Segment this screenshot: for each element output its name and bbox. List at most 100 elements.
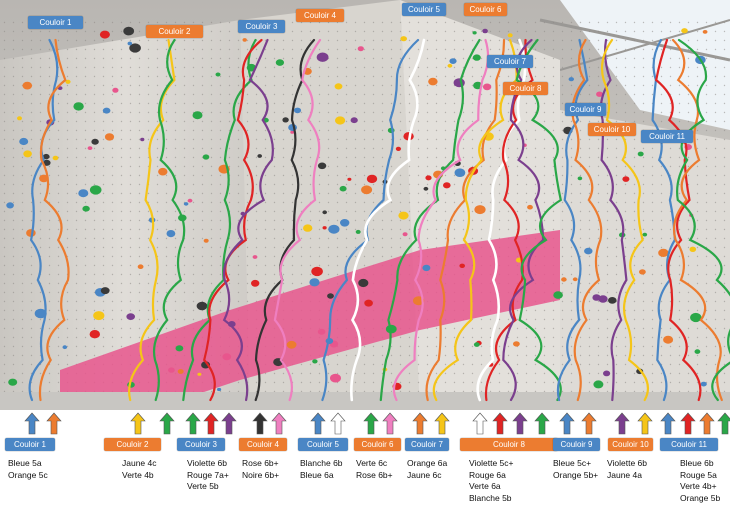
- route-line: [432, 38, 518, 402]
- route-arrow: [581, 412, 597, 435]
- hold: [252, 255, 258, 259]
- lane-label-top: Couloir 7: [487, 55, 533, 68]
- route-arrow: [221, 412, 237, 435]
- hold: [112, 87, 119, 93]
- hold: [398, 211, 409, 220]
- route-line: [273, 38, 322, 402]
- hold: [423, 186, 429, 191]
- hold: [6, 202, 14, 209]
- route-name: Rouge 5a: [680, 469, 717, 480]
- hold: [222, 353, 232, 361]
- hold: [598, 295, 608, 303]
- hold: [357, 46, 364, 52]
- hold: [350, 117, 358, 124]
- hold: [642, 232, 648, 237]
- route-line: [254, 38, 316, 402]
- route-line: [182, 38, 257, 402]
- route-name: Bleue 5a: [8, 458, 42, 468]
- route-arrow: [252, 412, 268, 435]
- route-line: [350, 38, 426, 402]
- hold: [572, 277, 578, 282]
- hold: [39, 174, 49, 183]
- route-arrow: [185, 412, 201, 435]
- route-name: Verte 6c: [356, 458, 388, 468]
- hold: [168, 367, 175, 373]
- hold: [309, 278, 320, 287]
- route-line: [28, 38, 59, 402]
- hold: [577, 176, 583, 181]
- route-arrow: [472, 412, 488, 435]
- hold: [137, 264, 144, 270]
- route-arrow: [271, 412, 287, 435]
- route-name: Violette 6b: [187, 458, 228, 468]
- lane-label-bottom: Couloir 9: [553, 438, 600, 451]
- hold: [347, 177, 352, 181]
- route-name: Rouge 7a+: [187, 469, 229, 480]
- hold: [358, 278, 369, 288]
- route-line: [476, 38, 527, 402]
- route-arrow: [412, 412, 428, 435]
- route-list: Rose 6b+Noire 6b+: [242, 458, 279, 481]
- hold: [472, 31, 477, 35]
- hold: [187, 198, 193, 203]
- lane-label-top: Couloir 9: [565, 103, 606, 116]
- hold: [126, 313, 135, 320]
- hold: [568, 77, 574, 82]
- lane-label-bottom: Couloir 3: [177, 438, 225, 451]
- hold: [527, 204, 533, 210]
- route-line: [152, 38, 186, 402]
- route-arrow: [492, 412, 508, 435]
- hold: [196, 301, 208, 311]
- hold: [183, 202, 189, 206]
- hold: [242, 38, 247, 42]
- hold: [322, 210, 328, 215]
- route-list: Bleue 5c+Orange 5b+: [553, 458, 598, 481]
- route-arrow: [637, 412, 653, 435]
- hold: [127, 41, 133, 46]
- route-name: Rose 6b+: [242, 458, 279, 468]
- route-name: Verte 4b: [122, 469, 154, 480]
- hold: [473, 342, 480, 347]
- hold: [203, 238, 209, 243]
- route-arrow: [130, 412, 146, 435]
- hold: [19, 137, 29, 146]
- lane-label-bottom: Couloir 10: [608, 438, 653, 451]
- route-line: [571, 38, 603, 402]
- route-arrow: [680, 412, 696, 435]
- route-line: [392, 38, 490, 402]
- route-name: Jaune 6c: [407, 469, 442, 480]
- route-name: Orange 6a: [407, 458, 448, 468]
- route-line: [556, 38, 589, 402]
- route-name: Bleue 6b: [680, 458, 714, 468]
- route-line: [671, 38, 723, 402]
- hold: [584, 247, 593, 255]
- lane-label-bottom: Couloir 6: [354, 438, 401, 451]
- lane-label-top: Couloir 10: [588, 123, 636, 136]
- route-name: Blanche 5b: [469, 492, 512, 503]
- hold: [596, 91, 603, 97]
- hold: [553, 291, 563, 299]
- route-name: Orange 5b+: [553, 469, 599, 480]
- lane-label-top: Couloir 2: [146, 25, 203, 38]
- lane-label-top: Couloir 6: [464, 3, 507, 16]
- route-line: [128, 38, 176, 402]
- route-line: [202, 38, 263, 402]
- lane-label-top: Couloir 5: [402, 3, 446, 16]
- route-arrow: [512, 412, 528, 435]
- pink-band: [60, 230, 560, 410]
- hold: [129, 43, 141, 53]
- route-line: [600, 38, 649, 402]
- route-arrow: [310, 412, 326, 435]
- hold: [330, 373, 341, 383]
- hold: [472, 54, 481, 61]
- hold: [317, 328, 326, 335]
- hold: [507, 33, 513, 38]
- hold: [22, 81, 33, 90]
- lane-label-bottom: Couloir 7: [405, 438, 449, 451]
- route-line: [599, 38, 628, 402]
- hold: [339, 185, 347, 192]
